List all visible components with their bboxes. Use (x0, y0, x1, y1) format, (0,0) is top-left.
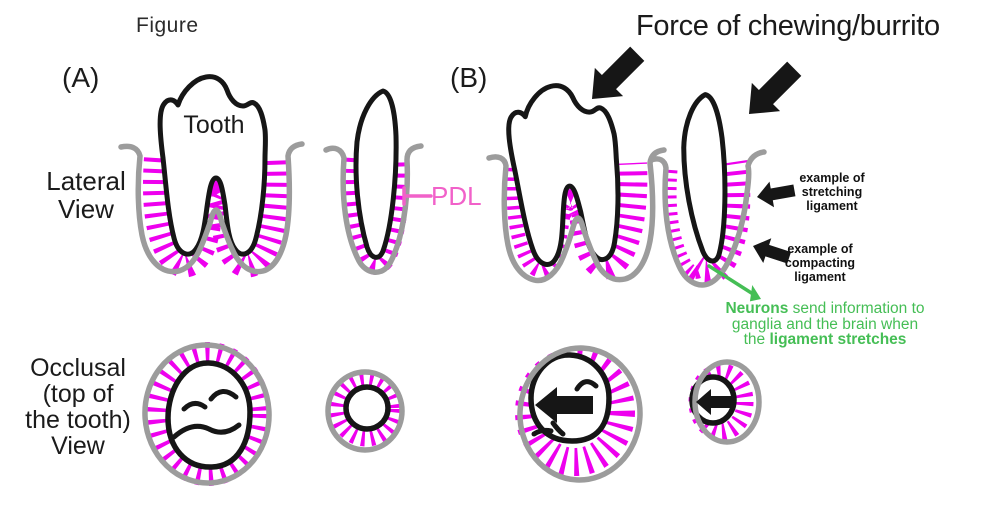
stretching-ligament-note: example of stretching ligament (799, 171, 865, 213)
neuron-note-bold-tail: ligament stretches (769, 331, 907, 348)
neuron-callout-line (707, 264, 755, 296)
force-arrow-molar (577, 39, 652, 114)
panel-a-occlusal-incisor (325, 369, 405, 453)
pdl-rungs-molar-b-stretched (567, 162, 648, 280)
incisor-socket-ring-a (325, 369, 405, 453)
compacting-ligament-note: example of compacting ligament (784, 242, 856, 284)
panel-a-lateral-incisor (323, 91, 433, 275)
incisor-cross-section-a (343, 384, 391, 432)
force-arrow-incisor (734, 54, 809, 129)
incisor-socket-a (323, 143, 424, 275)
molar-socket-a (118, 141, 305, 275)
neuron-note-bold-lead: Neurons (725, 300, 789, 317)
panel-a-lateral-molar (118, 77, 305, 278)
incisor-socket-ring-b (692, 359, 762, 445)
molar-socket-ring-b (517, 345, 643, 483)
pdl-rungs-incisor-b-compacted (663, 169, 707, 279)
pdl-ring-molar-b (515, 348, 635, 476)
incisor-socket-b (648, 149, 767, 288)
panel-b-occlusal-incisor (688, 359, 762, 445)
neuron-note-line1: send information to (792, 300, 925, 317)
neuron-callout-arrowhead (749, 284, 761, 302)
pdl-callout-line (402, 186, 433, 206)
incisor-outline-b (678, 93, 732, 262)
pdl-rungs-incisor-b-stretched (687, 160, 751, 286)
molar-socket-b (486, 147, 667, 284)
molar-fissure-lines-b (531, 379, 599, 437)
neuron-note-line2: ganglia and the brain when (731, 315, 919, 333)
panel-a-occlusal-molar (142, 342, 272, 486)
pdl-ring-incisor-b (688, 363, 754, 441)
panel-b-label: (B) (450, 62, 488, 93)
panel-a-label: (A) (62, 62, 100, 93)
pdl-ring-incisor-a (329, 371, 403, 447)
pdl-ring-molar-a (145, 342, 271, 486)
neuron-note-line3-prefix: the (743, 331, 766, 348)
molar-socket-ring-a (142, 342, 272, 486)
pdl-label: PDL (431, 181, 482, 211)
molar-fissure-lines-a (171, 389, 242, 440)
molar-cross-section-a (165, 360, 253, 470)
pdl-rungs-molar-b-furcation (551, 188, 592, 220)
pdl-rungs-incisor-a (341, 157, 410, 275)
lateral-view-row-label: Lateral View (46, 166, 126, 224)
occlusal-view-row-label: Occlusal (top of the tooth) View (25, 354, 131, 460)
pdl-rungs-molar-a (143, 157, 289, 278)
molar-outline-b (505, 81, 625, 267)
panel-b-lateral-incisor (648, 93, 767, 288)
panel-b-lateral-molar (486, 81, 667, 284)
force-of-chewing-label: Force of chewing/burrito (636, 10, 940, 42)
incisor-outline-a (356, 91, 396, 257)
figure-title: Figure (136, 14, 199, 37)
panel-b-occlusal-molar (515, 345, 643, 483)
tooth-label: Tooth (183, 111, 245, 139)
